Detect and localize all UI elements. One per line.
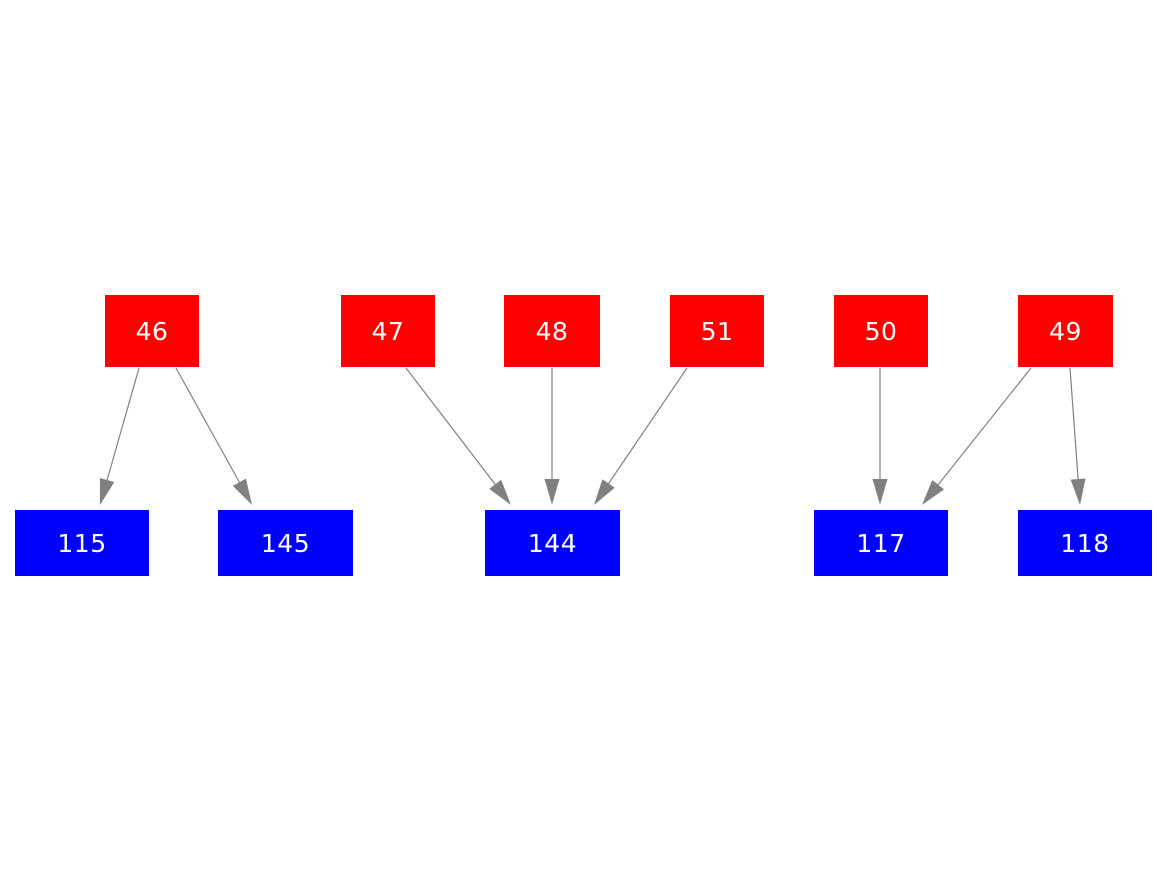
graph-node-50[interactable]: 50 xyxy=(834,295,928,367)
graph-node-label: 49 xyxy=(1049,316,1082,346)
arrowhead-icon xyxy=(922,479,945,505)
graph-edge-46-to-115 xyxy=(99,367,140,505)
graph-node-51[interactable]: 51 xyxy=(670,295,764,367)
arrowhead-icon xyxy=(99,477,115,505)
graph-edge-47-to-144 xyxy=(405,367,511,505)
graph-node-label: 51 xyxy=(700,316,734,346)
graph-edge-49-to-118 xyxy=(1069,367,1086,505)
graph-node-label: 46 xyxy=(135,316,169,346)
graph-node-label: 144 xyxy=(527,528,578,558)
graph-edge-46-to-145 xyxy=(175,367,252,505)
graph-edge-50-to-117 xyxy=(872,368,888,505)
graph-node-49[interactable]: 49 xyxy=(1018,295,1113,367)
arrowhead-icon xyxy=(872,479,888,505)
graph-edge-48-to-144 xyxy=(544,368,560,505)
graph-node-label: 50 xyxy=(864,316,898,346)
graph-node-145[interactable]: 145 xyxy=(218,510,353,576)
arrowhead-icon xyxy=(1070,478,1086,505)
arrowhead-icon xyxy=(232,478,252,505)
graph-node-label: 48 xyxy=(535,316,569,346)
graph-edge-51-to-144 xyxy=(594,367,688,505)
graph-node-label: 117 xyxy=(856,528,906,558)
graph-node-47[interactable]: 47 xyxy=(341,295,435,367)
graph-node-label: 118 xyxy=(1060,528,1110,558)
graph-node-label: 145 xyxy=(260,528,311,558)
graph-node-label: 115 xyxy=(57,528,107,558)
graph-node-117[interactable]: 117 xyxy=(814,510,948,576)
graph-node-115[interactable]: 115 xyxy=(15,510,149,576)
graph-node-label: 47 xyxy=(371,316,405,346)
graph-node-144[interactable]: 144 xyxy=(485,510,620,576)
graph-node-118[interactable]: 118 xyxy=(1018,510,1152,576)
arrowhead-icon xyxy=(594,479,615,505)
graph-node-48[interactable]: 48 xyxy=(504,295,600,367)
arrowhead-icon xyxy=(544,479,560,505)
graph-node-46[interactable]: 46 xyxy=(105,295,199,367)
graph-edge-49-to-117 xyxy=(922,367,1032,505)
arrowhead-icon xyxy=(489,479,511,505)
